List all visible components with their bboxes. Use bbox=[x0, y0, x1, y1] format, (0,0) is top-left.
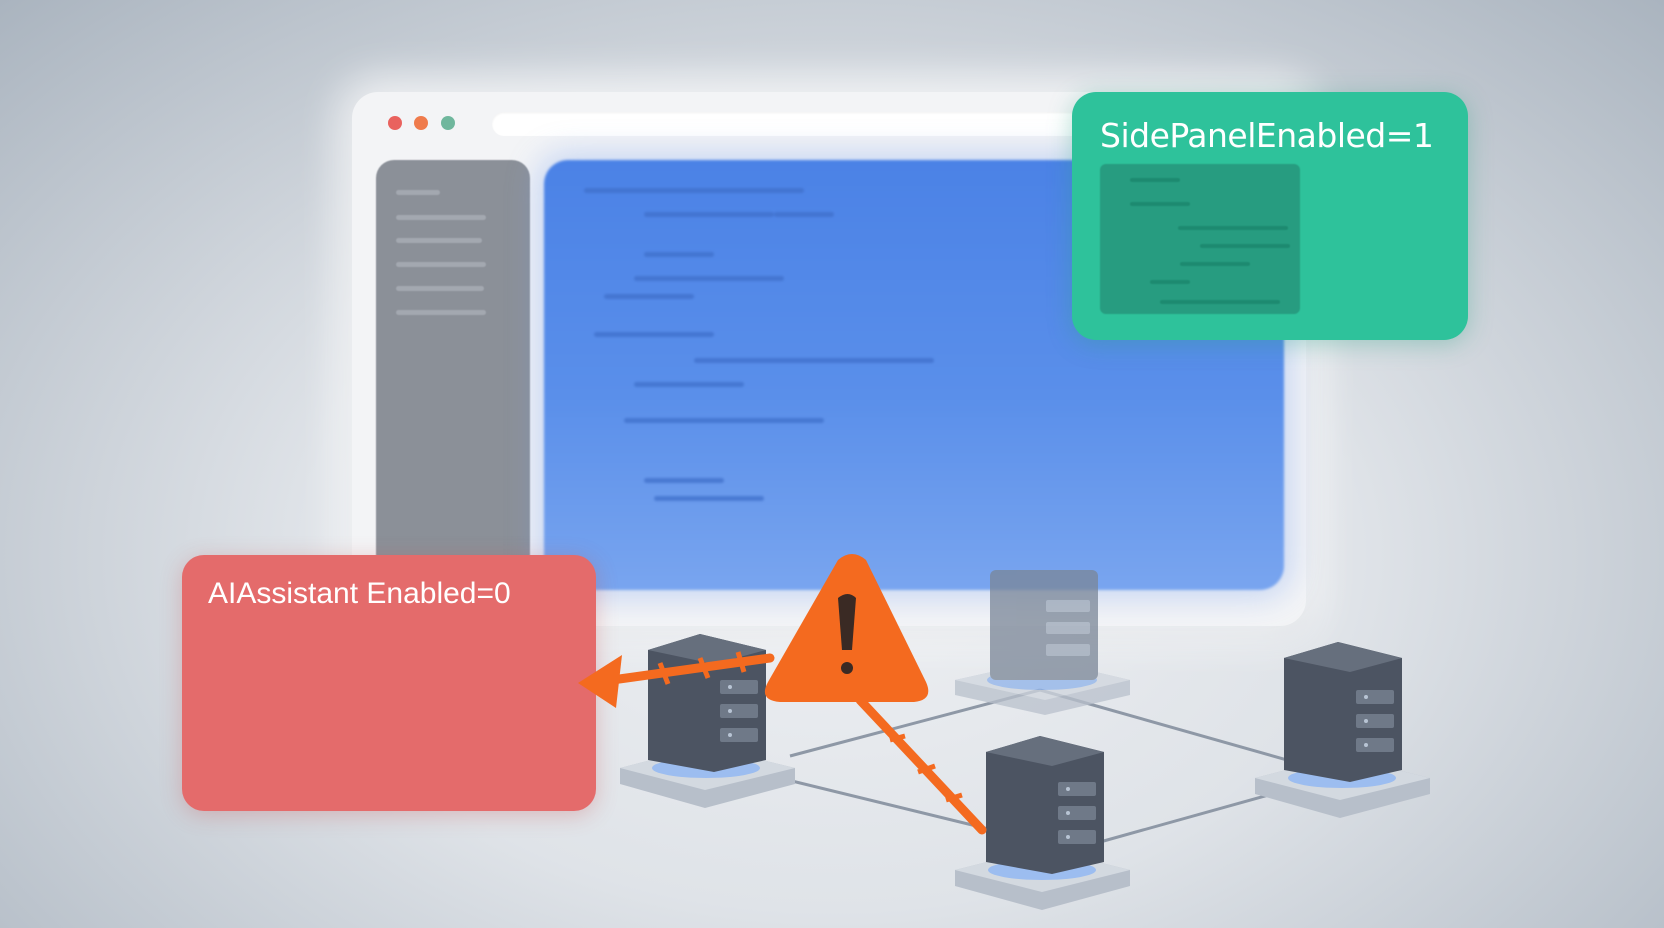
code-line bbox=[624, 418, 824, 423]
server-icon bbox=[955, 570, 1130, 715]
code-line bbox=[634, 382, 744, 387]
code-line bbox=[1178, 226, 1288, 230]
sidebar-line bbox=[396, 238, 482, 243]
code-line bbox=[634, 276, 784, 281]
server-icon bbox=[955, 736, 1130, 910]
browser-sidebar bbox=[376, 160, 530, 580]
code-line bbox=[1130, 178, 1180, 182]
code-line bbox=[604, 294, 694, 299]
code-line bbox=[694, 358, 934, 363]
code-line bbox=[1150, 280, 1190, 284]
sidebar-line bbox=[396, 310, 486, 315]
code-line bbox=[644, 212, 774, 217]
code-line bbox=[1130, 202, 1190, 206]
maximize-dot bbox=[441, 116, 455, 130]
code-line bbox=[774, 212, 834, 217]
code-line bbox=[594, 332, 714, 337]
close-dot bbox=[388, 116, 402, 130]
disabled-setting-label: AIAssistant Enabled=0 bbox=[208, 577, 511, 610]
conflict-arrow-down bbox=[855, 695, 987, 835]
sidebar-line bbox=[396, 262, 486, 267]
code-line bbox=[644, 252, 714, 257]
conflict-arrow-left bbox=[578, 651, 775, 708]
code-line bbox=[644, 478, 724, 483]
enabled-setting-label: SidePanelEnabled=1 bbox=[1100, 116, 1434, 155]
code-line bbox=[584, 188, 804, 193]
sidebar-line bbox=[396, 215, 486, 220]
sidebar-line bbox=[396, 190, 440, 195]
code-line bbox=[654, 496, 764, 501]
server-icon bbox=[1255, 642, 1430, 818]
warning-icon bbox=[764, 554, 929, 702]
enabled-setting-card: SidePanelEnabled=1 bbox=[1072, 92, 1468, 340]
code-line bbox=[1160, 300, 1280, 304]
code-line bbox=[1180, 262, 1250, 266]
minimize-dot bbox=[414, 116, 428, 130]
config-code-snippet bbox=[1100, 164, 1300, 314]
disabled-setting-card: AIAssistant Enabled=0 bbox=[182, 555, 596, 811]
code-line bbox=[1200, 244, 1290, 248]
sidebar-line bbox=[396, 286, 484, 291]
